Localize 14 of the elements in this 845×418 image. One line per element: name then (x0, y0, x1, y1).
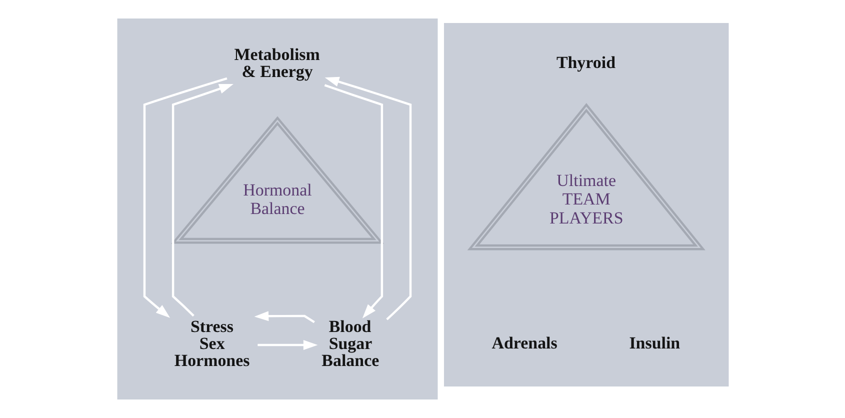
node-text: Stress Sex Hormones (174, 317, 250, 370)
arrow (254, 311, 314, 324)
node-text: Blood Sugar Balance (321, 317, 379, 370)
arrow (142, 77, 227, 318)
label: Adrenals (491, 333, 557, 352)
node-text: Metabolism & Energy (234, 45, 320, 82)
arrow (171, 84, 233, 317)
label: Thyroid (556, 52, 615, 72)
arrow (324, 84, 383, 318)
arrow (324, 76, 412, 320)
label: Insulin (628, 333, 680, 352)
cluster (443, 23, 728, 387)
cluster (116, 18, 438, 400)
arrow (256, 340, 318, 350)
